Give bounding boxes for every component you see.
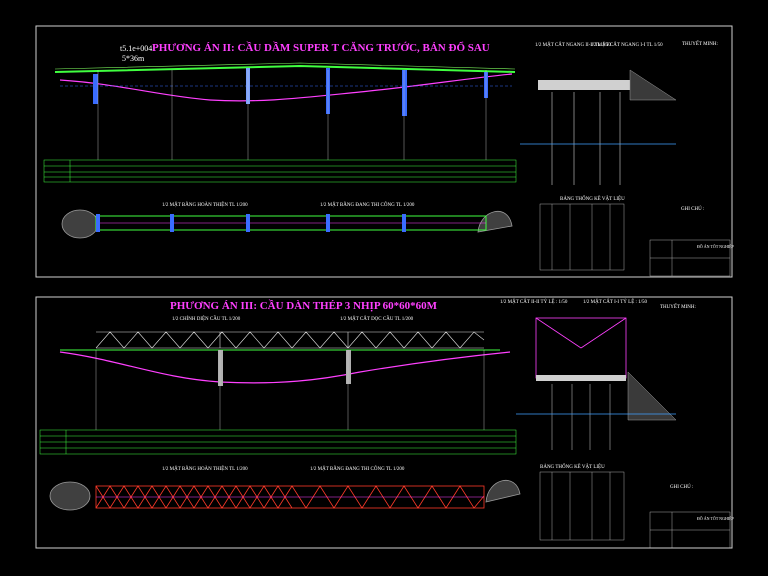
section-label-right: 1/2 MẶT CẮT NGANG I-I TL 1/50	[590, 41, 663, 48]
abutment-left-plan-2	[49, 481, 91, 511]
span-label-a: t5.1e+004	[120, 44, 152, 53]
section-label-left: 1/2 MẶT CẮT NGANG II-II TL 1/50	[535, 41, 611, 48]
truss-section-deck	[536, 375, 626, 381]
elevation-grid-2	[95, 350, 485, 430]
steel-truss	[95, 331, 485, 349]
section-embankment	[629, 69, 677, 101]
sheet-1-frame	[35, 25, 733, 278]
sheet-2-title: PHƯƠNG ÁN III: CẦU DÀN THÉP 3 NHỊP 60*60…	[170, 299, 438, 312]
plan-right-label-2: 1/2 MẶT BẰNG ĐANG THI CÔNG TL 1/200	[310, 465, 405, 472]
cross-section-piles	[551, 92, 621, 185]
cross-section-deck	[538, 80, 632, 90]
bridge-deck-top	[54, 62, 516, 70]
material-table-heading: BẢNG THỐNG KÊ VẬT LIỆU	[560, 196, 625, 202]
truss-section-piles	[551, 384, 611, 450]
stamp-title: ĐỒ ÁN TỐT NGHIỆP	[697, 244, 735, 249]
remark-heading-2: GHI CHÚ :	[670, 484, 693, 490]
plan-left-label: 1/2 MẶT BẰNG HOÀN THIỆN TL 1/200	[162, 201, 248, 208]
pier-1	[93, 74, 98, 104]
title-block	[649, 239, 731, 277]
abutment-left-plan	[61, 209, 99, 239]
sheet-1: t5.1e+004 5*36m PHƯƠNG ÁN II: CẦU DẦM SU…	[35, 25, 735, 278]
plan-right-label: 1/2 MẶT BẰNG ĐANG THI CÔNG TL 1/200	[320, 201, 415, 208]
plan-left-label-2: 1/2 MẶT BẰNG HOÀN THIỆN TL 1/200	[162, 465, 248, 472]
section-embankment-2	[627, 371, 677, 421]
bridge-deck	[54, 64, 516, 73]
section-label-right-2: 1/2 MẶT CẮT I-I TỶ LỆ : 1/50	[583, 298, 648, 305]
plan-pier-5	[402, 214, 406, 232]
stamp-title-2: ĐỒ ÁN TỐT NGHIỆP	[697, 516, 735, 521]
remark-heading: GHI CHÚ :	[681, 206, 704, 212]
material-table	[539, 203, 625, 271]
elevation-grid	[97, 70, 487, 160]
abutment-right-plan-2	[485, 479, 521, 503]
sheet-2: PHƯƠNG ÁN III: CẦU DÀN THÉP 3 NHỊP 60*60…	[35, 296, 735, 549]
title-block-2	[649, 511, 731, 549]
plan-pier-3	[246, 214, 250, 232]
elevation-dimension-table	[43, 159, 517, 183]
sheet-1-title: PHƯƠNG ÁN II: CẦU DẦM SUPER T CĂNG TRƯỚC…	[152, 41, 490, 54]
material-table-2	[539, 471, 625, 541]
truss-pier-2	[346, 350, 351, 384]
riverbed-profile	[59, 73, 513, 102]
notes-heading: THUYẾT MINH:	[682, 41, 718, 47]
plan-pier-1	[96, 214, 100, 232]
section-label-left-2: 1/2 MẶT CẮT II-II TỶ LỆ : 1/50	[500, 298, 568, 305]
riverbed-profile-2	[59, 351, 511, 384]
material-table-heading-2: BẢNG THỐNG KÊ VẬT LIỆU	[540, 464, 605, 470]
sheet-2-frame	[35, 296, 733, 549]
notes-heading-2: THUYẾT MINH:	[660, 304, 696, 310]
elevation-dimension-table-2	[39, 429, 517, 455]
elevation-left-label: 1/2 CHÍNH DIỆN CẦU TL 1/200	[172, 316, 241, 322]
plan-pier-4	[326, 214, 330, 232]
pier-4	[402, 70, 407, 116]
truss-pier-1	[218, 350, 223, 386]
plan-pier-2	[170, 214, 174, 232]
span-label-b: 5*36m	[122, 54, 145, 63]
elevation-right-label: 1/2 MẶT CẮT DỌC CẦU TL 1/200	[340, 315, 414, 322]
